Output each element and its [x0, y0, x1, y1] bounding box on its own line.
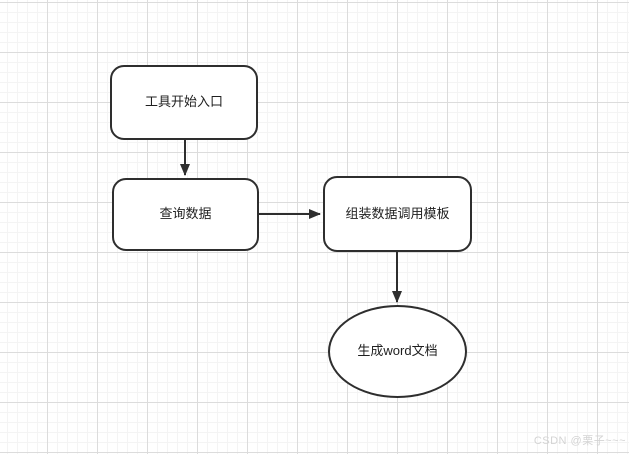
csdn-watermark: CSDN @栗子~~~: [533, 435, 626, 447]
flow-node-start-label: 工具开始入口: [144, 94, 223, 110]
flow-node-query-data: 查询数据: [112, 178, 259, 251]
flow-node-assemble-template: 组装数据调用模板: [323, 176, 472, 252]
flow-node-generate-word: 生成word文档: [328, 305, 467, 398]
flow-node-assemble-template-label: 组装数据调用模板: [345, 205, 450, 221]
flow-node-query-data-label: 查询数据: [159, 206, 212, 222]
flow-node-start: 工具开始入口: [110, 65, 258, 140]
flow-node-generate-word-label: 生成word文档: [357, 343, 438, 359]
